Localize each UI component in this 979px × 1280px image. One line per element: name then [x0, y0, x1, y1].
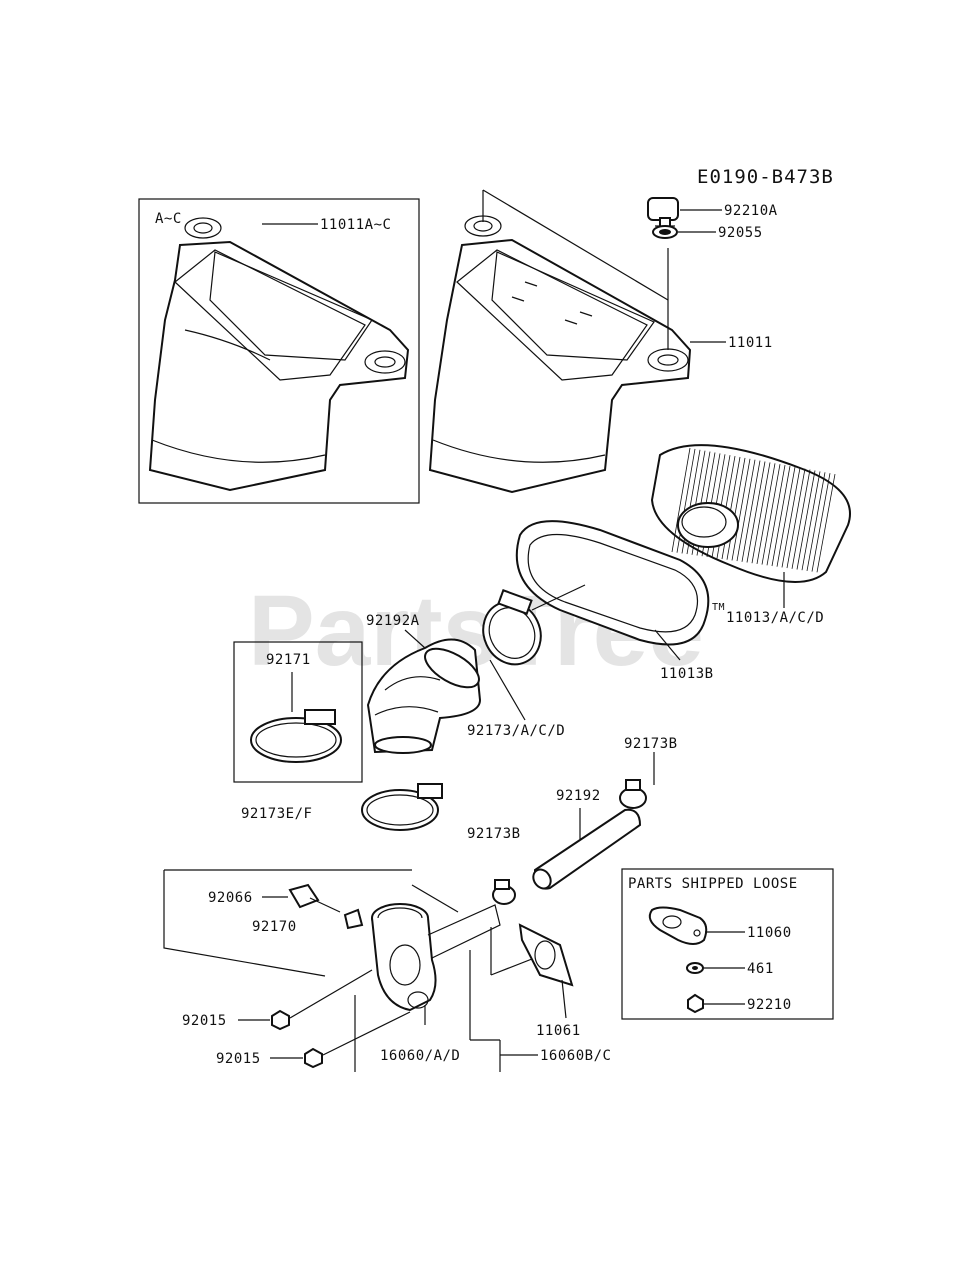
callout-11060: 11060 [747, 925, 792, 941]
diagram-code: E0190-B473B [697, 166, 834, 188]
callout-92192: 92192 [556, 788, 601, 804]
callout-16060AD: 16060/A/D [380, 1048, 460, 1064]
pre-cleaner-part[interactable] [515, 520, 710, 646]
callout-461: 461 [747, 961, 774, 977]
hose-clamp-lower-part[interactable] [361, 783, 443, 831]
callout-92173ACD: 92173/A/C/D [467, 723, 565, 739]
callout-92210: 92210 [747, 997, 792, 1013]
callout-11011AC: 11011A~C [320, 217, 391, 233]
callout-11061: 11061 [536, 1023, 581, 1039]
parts-box-title: PARTS SHIPPED LOOSE [628, 876, 798, 892]
callout-92170: 92170 [252, 919, 297, 935]
callout-92015-b: 92015 [216, 1051, 261, 1067]
callout-11013ACD: 11013/A/C/D [726, 610, 824, 626]
nut-a-part[interactable] [271, 1009, 290, 1031]
parts-shipped-loose-box: PARTS SHIPPED LOOSE 11060 461 92210 [621, 868, 834, 1020]
inset-box-clamp: 92171 [233, 641, 363, 783]
callout-92210A: 92210A [724, 203, 778, 219]
callout-92066: 92066 [208, 890, 253, 906]
cap-part[interactable] [288, 883, 320, 909]
air-cleaner-cover-variant-part[interactable] [148, 217, 410, 492]
small-clamp-elbow-part[interactable] [492, 879, 516, 905]
air-filter-element-part[interactable] [650, 444, 851, 583]
nut-part[interactable] [687, 993, 704, 1014]
callout-16060BC: 16060B/C [540, 1048, 611, 1064]
callout-92173EF: 92173E/F [241, 806, 312, 822]
callout-92173B-mid: 92173B [467, 826, 521, 842]
breather-hose-part[interactable] [530, 808, 642, 892]
gasket-plate-part[interactable] [648, 906, 708, 945]
intake-elbow-part[interactable] [371, 903, 501, 1012]
callout-92015-a: 92015 [182, 1013, 227, 1029]
callout-92173B-top: 92173B [624, 736, 678, 752]
air-cleaner-cover-part[interactable] [428, 215, 692, 494]
inset-box-label: A~C [155, 211, 182, 227]
inset-box-cover-variants: A~C 11011A~C [138, 198, 420, 504]
nut-b-part[interactable] [304, 1047, 323, 1069]
hose-clamp-upper-part[interactable] [473, 589, 551, 674]
callout-11011: 11011 [728, 335, 773, 351]
trademark-mark: TM [712, 602, 725, 613]
intake-gasket-part[interactable] [518, 923, 574, 987]
clip-part[interactable] [343, 908, 364, 930]
elbow-hose-part[interactable] [366, 638, 485, 754]
callout-92171: 92171 [266, 652, 311, 668]
washer-part[interactable] [686, 962, 704, 974]
callout-92192A: 92192A [366, 613, 420, 629]
callout-11013B: 11013B [660, 666, 714, 682]
clamp-band-part[interactable] [250, 709, 342, 763]
callout-92055: 92055 [718, 225, 763, 241]
small-clamp-top-part[interactable] [619, 779, 647, 809]
seal-washer-part[interactable] [652, 225, 678, 239]
